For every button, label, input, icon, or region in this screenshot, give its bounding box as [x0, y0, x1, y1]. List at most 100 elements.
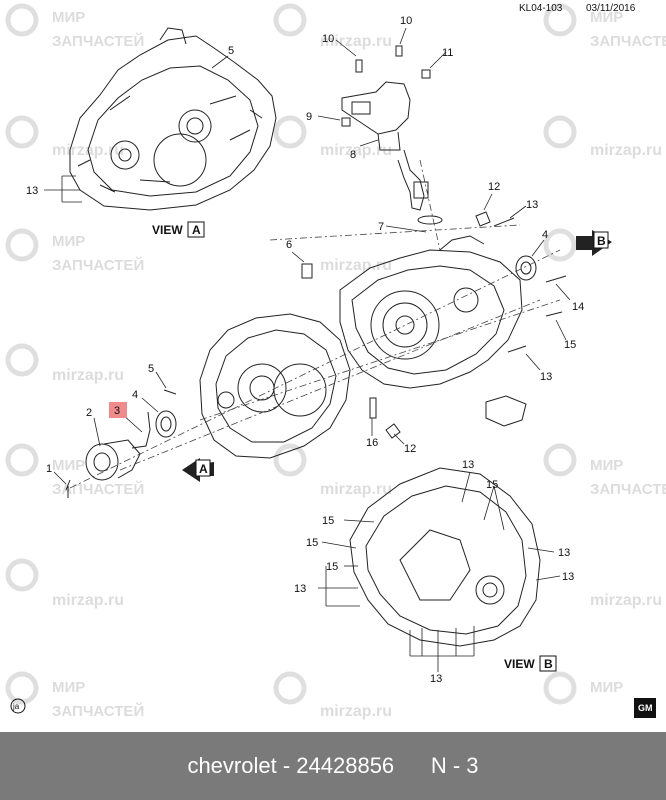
watermark-line2: ЗАПЧАСТЕЙ — [52, 480, 144, 498]
bolt-13-mid — [507, 345, 527, 353]
callout-label: 6 — [286, 239, 292, 251]
watermark-line1: МИР — [590, 457, 623, 474]
plug-12-lower — [385, 423, 401, 439]
gm-logo-label: GM — [638, 703, 653, 713]
caption-brand: chevrolet — [187, 753, 277, 778]
locator-icon — [485, 395, 527, 427]
view-a-title: VIEW — [152, 223, 183, 237]
plug-12-upper — [475, 211, 491, 227]
callout-label: 15 — [322, 515, 334, 527]
clutch-housing — [199, 313, 351, 459]
watermark-line2: ЗАПЧАСТЕЙ — [52, 32, 144, 50]
clutch-pipe — [131, 411, 151, 449]
watermark-logo-icon — [5, 3, 577, 705]
watermark-line1: МИР — [52, 233, 85, 250]
callout-label: 8 — [350, 149, 356, 161]
arrow-a-letter: A — [199, 462, 208, 476]
callout-label: 15 — [306, 537, 318, 549]
case-view-b — [349, 467, 541, 647]
callout-label: 10 — [322, 33, 334, 45]
callout-label: 7 — [378, 221, 384, 233]
callout-label: 2 — [86, 407, 92, 419]
seal-4-left — [155, 410, 177, 438]
watermark-line1: МИР — [52, 9, 85, 26]
watermark-layer: МИР ЗАПЧАСТЕЙ МИР ЗАПЧАСТЕЙ МИР ЗАПЧАСТЕ… — [5, 3, 666, 720]
bolt-5 — [163, 389, 177, 395]
callout-label: 13 — [540, 371, 552, 383]
watermark-url: mirzap.ru — [590, 142, 662, 159]
caption-part-number: 24428856 — [296, 753, 395, 778]
highlight-box — [109, 402, 127, 418]
callout-label: 13 — [462, 459, 474, 471]
gm-logo-icon: GM — [634, 698, 656, 718]
diagram-date: 03/11/2016 — [586, 3, 636, 14]
watermark-url: mirzap.ru — [52, 592, 124, 609]
watermark-url: mirzap.ru — [320, 142, 392, 159]
watermark-url: mirzap.ru — [320, 703, 392, 720]
watermark-url: mirzap.ru — [320, 481, 392, 498]
stud-14 — [545, 275, 567, 283]
shift-control-assembly — [341, 45, 443, 225]
leader-lines — [44, 27, 571, 672]
view-a-box — [187, 221, 205, 238]
watermark-url: mirzap.ru — [320, 33, 392, 50]
callout-label: 5 — [228, 45, 234, 57]
caption-gap — [394, 753, 431, 779]
watermark-line1: МИР — [590, 9, 623, 26]
watermark-line1: МИР — [590, 679, 623, 696]
callout-label: 13 — [562, 571, 574, 583]
diagram-canvas: МИР ЗАПЧАСТЕЙ МИР ЗАПЧАСТЕЙ МИР ЗАПЧАСТЕ… — [5, 3, 666, 720]
callouts: 5 13 10 10 11 9 8 12 13 7 6 4 14 15 13 5… — [26, 15, 584, 685]
callout-label: 16 — [366, 437, 378, 449]
seal-4-right — [515, 255, 537, 281]
callout-label: 13 — [294, 583, 306, 595]
ja-badge-label: ja — [12, 702, 20, 711]
bolt-13-upper — [493, 217, 515, 227]
watermark-line2: ЗАПЧАСТЕЙ — [590, 32, 666, 50]
watermark-line2: ЗАПЧАСТЕЙ — [52, 256, 144, 274]
callout-label: 15 — [326, 561, 338, 573]
watermark-url: mirzap.ru — [52, 367, 124, 384]
exploded-diagram: МИР ЗАПЧАСТЕЙ МИР ЗАПЧАСТЕЙ МИР ЗАПЧАСТЕ… — [5, 3, 666, 720]
callout-label: 3 — [114, 405, 120, 417]
bolt-15 — [545, 311, 563, 317]
callout-label: 13 — [26, 185, 38, 197]
callout-label: 4 — [542, 229, 548, 241]
arrow-b-letter: B — [597, 234, 606, 248]
watermark-url: mirzap.ru — [320, 257, 392, 274]
plug-6 — [301, 263, 313, 279]
bellhousing-view-a — [69, 27, 277, 211]
caption-bar: chevrolet - 24428856 N - 3 — [0, 732, 666, 800]
view-arrow-b: B — [576, 230, 612, 256]
caption-position: N - 3 — [430, 753, 479, 778]
callout-label: 11 — [442, 47, 453, 59]
watermark-url: mirzap.ru — [590, 592, 662, 609]
watermark-line2: ЗАПЧАСТЕЙ — [590, 480, 666, 498]
callout-label: 10 — [400, 15, 412, 27]
view-arrow-a: A — [182, 458, 214, 482]
callout-label: 13 — [558, 547, 570, 559]
clutch-release-bearing — [85, 439, 141, 481]
bolt-1 — [65, 479, 71, 498]
callout-label: 12 — [404, 443, 416, 455]
ja-badge: ja — [10, 698, 26, 714]
callout-label: 15 — [564, 339, 576, 351]
callout-label: 13 — [430, 673, 442, 685]
view-b-box — [539, 655, 557, 672]
pin-16 — [369, 397, 377, 419]
callout-label: 1 — [46, 463, 52, 475]
view-b-letter: B — [544, 657, 553, 671]
callout-label: 12 — [488, 181, 500, 193]
callout-label: 14 — [572, 301, 584, 313]
callout-label: 5 — [148, 363, 154, 375]
watermark-line2: ЗАПЧАСТЕЙ — [52, 702, 144, 720]
watermark-line1: МИР — [52, 457, 85, 474]
callout-label: 13 — [526, 199, 538, 211]
assembly-centerlines — [69, 159, 561, 489]
view-a-letter: A — [192, 223, 201, 237]
caption-separator: - — [276, 753, 297, 778]
callout-label: 9 — [306, 111, 312, 123]
diagram-code: KL04-103 — [519, 3, 563, 14]
view-b-title: VIEW — [504, 657, 535, 671]
callout-label: 4 — [132, 389, 138, 401]
